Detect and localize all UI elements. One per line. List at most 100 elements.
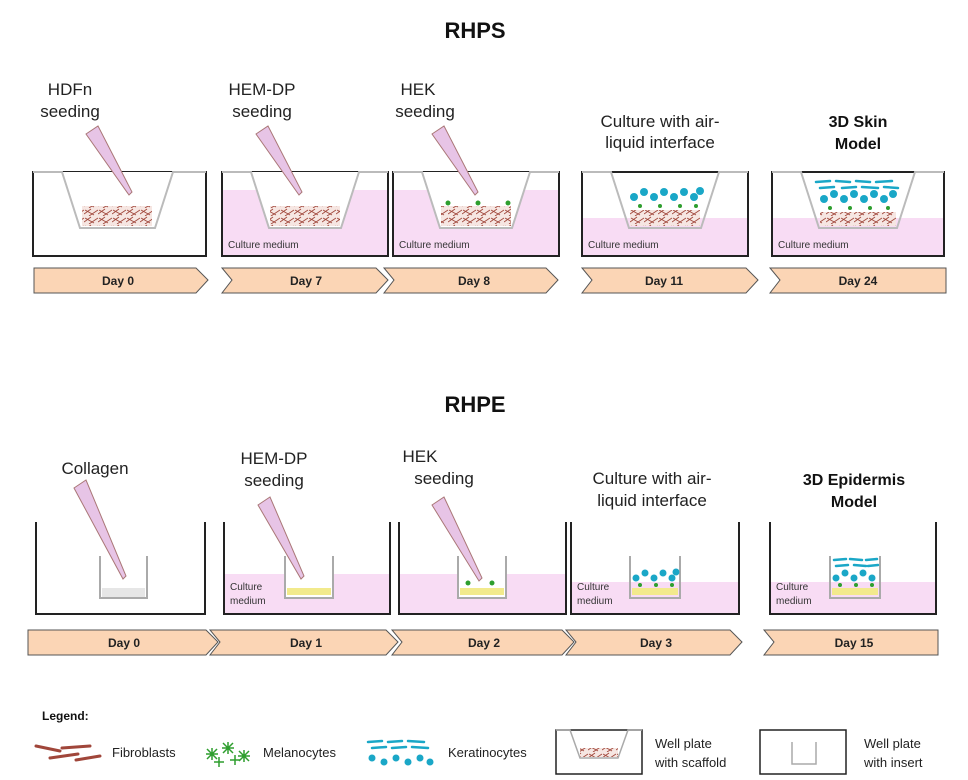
rhps-well-1: Culture medium: [221, 125, 389, 257]
rhps-day-2: Day 8: [458, 274, 490, 288]
keratinocyte-dots: [820, 190, 897, 203]
day-arrow: [220, 267, 389, 294]
legend-title: Legend:: [42, 709, 89, 723]
rhpe-day-2: Day 2: [468, 636, 500, 650]
day-arrow: [564, 629, 743, 656]
fibroblast-icon: [34, 744, 102, 762]
pipette-icon: [85, 125, 133, 196]
well-plate-insert-icon: [759, 729, 847, 775]
rhpe-well-2: [398, 496, 567, 615]
rhpe-well-1: Culture medium: [223, 496, 391, 615]
rhpe-step-4-label-line-2: Model: [831, 494, 877, 511]
rhpe-day-4: Day 15: [835, 636, 874, 650]
rhpe-step-1-label: HEM-DP seeding: [240, 449, 307, 490]
rhpe-step-3-label: Culture with air- liquid interface: [592, 469, 711, 510]
rhps-well-0: [32, 125, 207, 257]
rhpe-step-2-label: HEK seeding: [403, 447, 474, 488]
rhpe-step-0-label: Collagen: [61, 459, 128, 478]
rhpe-timeline: [27, 629, 939, 656]
rhps-day-0: Day 0: [102, 274, 134, 288]
rhpe-day-1: Day 1: [290, 636, 322, 650]
keratinocyte-layer: [814, 179, 900, 190]
rhpe-well-0: [35, 479, 206, 615]
rhpe-step-0-label-line-1: Collagen: [61, 459, 128, 478]
rhps-step-0-label-line-2: seeding: [40, 102, 100, 121]
melanocyte-dots: [638, 583, 674, 587]
legend-well-insert-line-2: with insert: [863, 755, 923, 770]
keratinocyte-dots: [630, 187, 704, 201]
rhps-step-1-label-line-2: seeding: [232, 102, 292, 121]
rhps-step-3-label: Culture with air- liquid interface: [600, 112, 719, 152]
rhpe-day-3: Day 3: [640, 636, 672, 650]
pipette-icon: [431, 125, 479, 196]
fibroblast-scaffold: [82, 206, 152, 226]
rhps-step-0-label-line-1: HDFn: [48, 80, 92, 99]
day-arrow: [768, 267, 947, 294]
culture-medium-label: medium: [776, 596, 812, 607]
melanocyte-dots: [465, 580, 495, 586]
culture-medium-label: Culture: [230, 582, 263, 593]
melanocyte-dots: [828, 206, 890, 210]
culture-medium-label: Culture: [577, 582, 610, 593]
legend-fibroblasts: Fibroblasts: [112, 745, 176, 760]
melanocyte-dots: [638, 204, 698, 208]
culture-medium-label: Culture medium: [228, 240, 299, 251]
rhpe-title: RHPE: [444, 392, 505, 417]
rhps-step-3-label-line-2: liquid interface: [605, 133, 715, 152]
melanocyte-dots: [838, 583, 874, 587]
keratinocyte-icon: [366, 739, 434, 766]
rhpe-well-3: Culture medium: [570, 522, 740, 615]
rhpe-step-1-label-line-2: seeding: [244, 471, 304, 490]
pipette-icon: [73, 479, 127, 580]
rhps-step-3-label-line-1: Culture with air-: [600, 112, 719, 131]
fibroblast-scaffold: [270, 206, 340, 226]
legend-well-scaffold-line-1: Well plate: [655, 736, 712, 751]
rhps-day-3: Day 11: [645, 274, 683, 288]
rhps-step-1-label-line-1: HEM-DP: [228, 80, 295, 99]
well-plate-scaffold-icon: [555, 729, 643, 775]
fibroblast-scaffold: [441, 206, 511, 226]
rhps-timeline: [33, 267, 947, 294]
culture-medium-label: medium: [577, 596, 613, 607]
rhps-step-0-label: HDFn seeding: [40, 80, 100, 121]
rhpe-well-4: Culture medium: [769, 522, 937, 615]
day-arrow: [208, 629, 399, 656]
day-arrow: [27, 629, 219, 656]
rhpe-step-4-label-line-1: 3D Epidermis: [803, 472, 905, 489]
culture-medium-label: Culture medium: [588, 240, 659, 251]
melanocyte-icon: [206, 742, 250, 767]
rhps-day-4: Day 24: [839, 274, 878, 288]
rhps-step-4-label-line-2: Model: [835, 136, 881, 153]
legend-keratinocytes: Keratinocytes: [448, 745, 527, 760]
day-arrow: [382, 267, 559, 294]
rhps-step-4-label-line-1: 3D Skin: [829, 114, 888, 131]
fibroblast-scaffold: [820, 212, 896, 226]
rhpe-step-1-label-line-1: HEM-DP: [240, 449, 307, 468]
rhpe-step-3-label-line-2: liquid interface: [597, 491, 707, 510]
rhps-step-4-label: 3D Skin Model: [829, 114, 888, 153]
rhpe-step-4-label: 3D Epidermis Model: [803, 472, 905, 511]
keratinocyte-layer: [832, 557, 880, 568]
keratinocyte-dots: [632, 568, 680, 582]
rhps-step-1-label: HEM-DP seeding: [228, 80, 295, 121]
day-arrow: [33, 267, 209, 294]
culture-medium-label: Culture: [776, 582, 809, 593]
legend-melanocytes: Melanocytes: [263, 745, 336, 760]
day-arrow: [762, 629, 939, 656]
pipette-icon: [431, 496, 483, 582]
culture-medium-label: Culture medium: [399, 240, 470, 251]
rhps-well-4: Culture medium: [771, 171, 945, 257]
day-arrow: [390, 629, 575, 656]
keratinocyte-dots: [832, 569, 876, 582]
legend-well-insert-line-1: Well plate: [864, 736, 921, 751]
culture-medium-label: Culture medium: [778, 240, 849, 251]
legend-well-scaffold-line-2: with scaffold: [654, 755, 726, 770]
rhps-step-2-label: HEK seeding: [395, 80, 455, 121]
rhpe-step-3-label-line-1: Culture with air-: [592, 469, 711, 488]
rhpe-step-2-label-line-1: HEK: [403, 447, 439, 466]
rhpe-day-0: Day 0: [108, 636, 140, 650]
pipette-icon: [255, 125, 303, 196]
rhps-day-1: Day 7: [290, 274, 322, 288]
rhps-title: RHPS: [444, 18, 505, 43]
